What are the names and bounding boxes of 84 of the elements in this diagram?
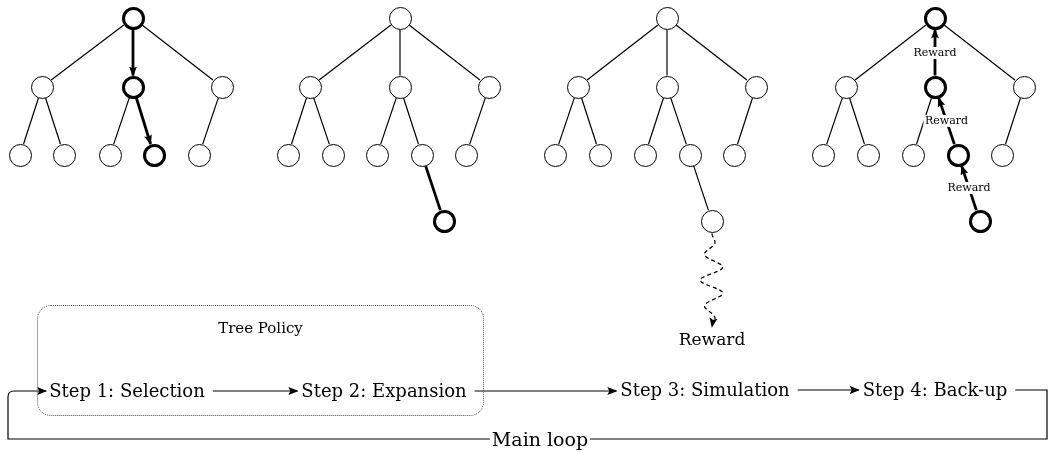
tree-node	[633, 143, 657, 167]
tree-node	[142, 143, 166, 167]
edge-label: Reward	[922, 114, 971, 128]
tree-node	[454, 143, 478, 167]
tree-edge	[469, 97, 486, 145]
edge-label: Reward	[911, 46, 959, 59]
tree-edge	[22, 97, 40, 145]
tree-edge	[693, 165, 709, 211]
tree-node	[30, 75, 54, 99]
arrow	[212, 387, 299, 395]
tree-node	[655, 75, 679, 99]
tree-edge	[424, 165, 442, 211]
arrow	[797, 386, 860, 394]
edge-label: Reward	[945, 181, 993, 195]
tree-node	[744, 75, 768, 99]
tree-node	[543, 143, 567, 167]
tree-node	[811, 143, 835, 167]
tree-node	[477, 75, 501, 99]
tree-node	[700, 209, 724, 233]
tree-node	[388, 6, 412, 30]
tree-edge	[380, 97, 397, 145]
tree-edge	[402, 97, 420, 145]
tree-node	[52, 143, 76, 167]
tree-edge	[50, 24, 125, 81]
tree-node	[923, 6, 947, 30]
step-label: Step 4: Back-up	[862, 379, 1008, 401]
tree-edge	[826, 97, 843, 145]
tree-edge	[141, 24, 214, 81]
tree-node	[1012, 75, 1036, 99]
tree-edge	[943, 24, 1016, 81]
tree-node	[210, 75, 234, 99]
tree-edge	[202, 97, 219, 145]
tree-edge	[290, 97, 308, 145]
tree-node	[968, 209, 992, 233]
tree-node	[588, 143, 612, 167]
tree-node	[566, 75, 590, 99]
tree-edge	[854, 24, 927, 81]
wavy-arrow	[699, 232, 724, 328]
step-label: Step 3: Simulation	[620, 379, 790, 401]
tree-node	[856, 143, 880, 167]
tree-edge	[666, 28, 668, 77]
tree-edge	[318, 24, 392, 81]
tree-node	[388, 75, 412, 99]
step-label: Step 2: Expansion	[301, 380, 467, 402]
tree-edge	[647, 97, 665, 145]
arrow	[7, 387, 1048, 440]
tree-edge	[675, 24, 748, 81]
tree-node	[655, 6, 679, 30]
tree-node	[276, 143, 300, 167]
tree-node	[298, 75, 322, 99]
tree-edge	[408, 24, 481, 81]
arrow	[474, 387, 618, 395]
tree-edge	[313, 97, 330, 145]
tree-node	[410, 143, 434, 167]
tree-edge	[670, 97, 687, 145]
tree-edge	[580, 97, 598, 145]
tree-node	[722, 143, 746, 167]
tree-edge	[399, 28, 401, 77]
tree-edge	[44, 97, 62, 145]
tree-edge	[736, 97, 754, 145]
tree-node	[923, 75, 947, 99]
tree-node	[365, 143, 389, 167]
tree-node	[678, 143, 702, 167]
tree-node	[834, 75, 858, 99]
tree-edge	[1004, 97, 1022, 145]
tree-node	[990, 143, 1014, 167]
tree-node	[121, 75, 145, 99]
step-label: Step 1: Selection	[49, 380, 205, 402]
tree-node	[121, 6, 145, 30]
tree-node	[321, 143, 345, 167]
outcome-label: Reward	[678, 328, 746, 350]
tree-node	[187, 143, 211, 167]
tree-node	[8, 143, 32, 167]
group-title: Tree Policy	[218, 319, 303, 337]
tree-edge	[848, 97, 866, 145]
tree-edge	[586, 24, 659, 81]
arrow	[135, 97, 152, 145]
tree-edge	[558, 97, 575, 145]
tree-edge	[113, 97, 130, 145]
tree-node	[98, 143, 122, 167]
tree-node	[432, 209, 456, 233]
arrow	[129, 29, 137, 77]
tree-node	[946, 143, 970, 167]
tree-node	[901, 143, 925, 167]
